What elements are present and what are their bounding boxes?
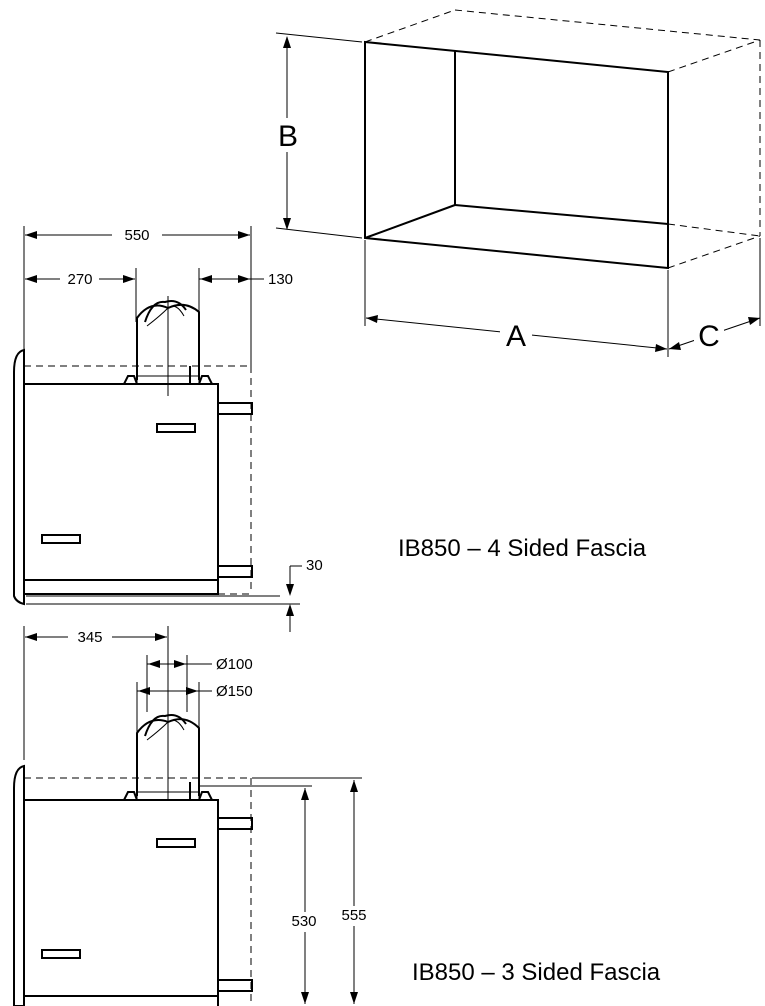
dim-345: 345 [77,629,102,646]
dim-130: 130 [268,271,293,288]
label-a: A [506,320,526,353]
door-handle [41,949,81,959]
dim-dia150: Ø150 [216,683,253,700]
door-handle [156,838,196,848]
four-sided-view: 550 270 130 [13,226,323,632]
label-c: C [698,320,720,353]
door-handle [156,423,196,433]
caption-4-sided: IB850 – 4 Sided Fascia [398,535,647,562]
dim-dia100: Ø100 [216,656,253,673]
dim-530: 530 [291,913,316,930]
dim-550: 550 [124,227,149,244]
stove-body-4 [23,383,219,595]
label-b: B [278,120,298,153]
three-sided-view: 345 Ø100 Ø150 [13,626,368,1006]
door-handle [41,534,81,544]
caption-3-sided: IB850 – 3 Sided Fascia [412,959,661,986]
box-diagram: B A C [275,9,761,357]
stove-body-3 [23,799,219,1006]
dim-30: 30 [306,557,323,574]
dim-555: 555 [341,907,366,924]
box-front-face [364,40,669,270]
dim-270: 270 [67,271,92,288]
